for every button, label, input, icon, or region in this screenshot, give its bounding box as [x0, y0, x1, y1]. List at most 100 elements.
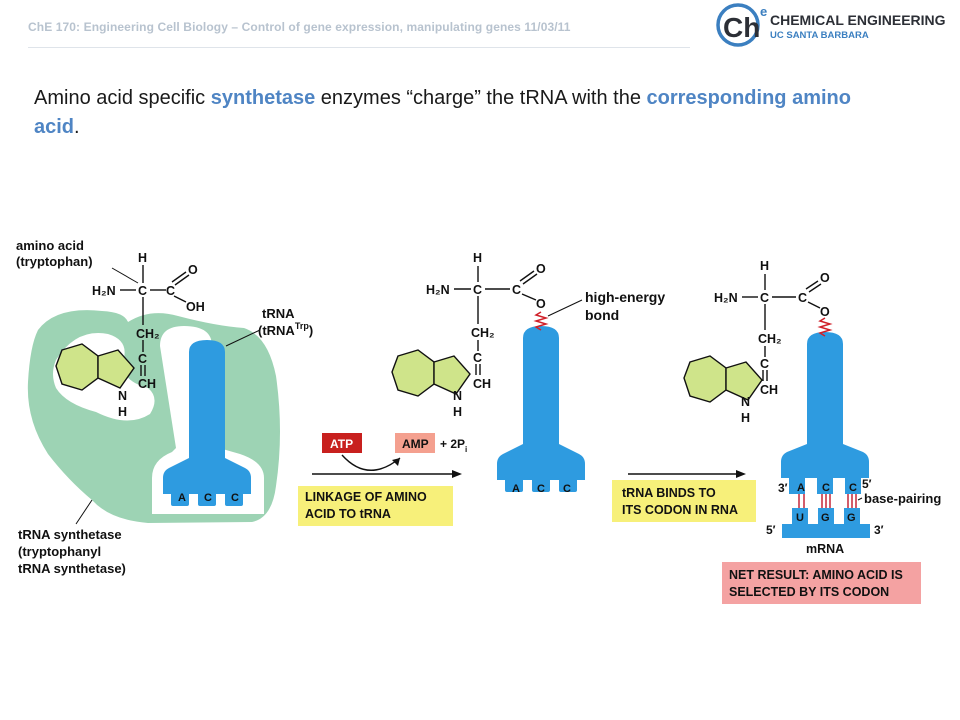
atom-h-top-2: H — [473, 251, 482, 265]
atom-ch-ring-2: CH — [473, 377, 491, 391]
headline-part-1: Amino acid specific — [34, 87, 211, 109]
atom-h-ring-1: H — [118, 405, 127, 419]
synthetase-label-1: tRNA synthetase — [18, 527, 122, 542]
trna-label-2: (tRNATrp) — [258, 321, 313, 338]
stage-2-charged-trna: A C C H C H₂N C O O CH₂ C CH N H — [391, 251, 665, 495]
atom-c-carboxyl-3: C — [798, 291, 807, 305]
anticodon-base-2-1: A — [512, 483, 520, 495]
anticodon-base-3-2: C — [822, 482, 830, 494]
atom-n-ring-3: N — [741, 395, 750, 409]
anticodon-base-3-3: C — [849, 482, 857, 494]
arrow-1-linkage: ATP AMP + 2Pi LINKAGE OF AMINO ACID TO t… — [298, 433, 467, 526]
high-energy-bond-3 — [817, 317, 833, 337]
synthetase-pointer — [75, 499, 93, 525]
logo-line-2: UC SANTA BARBARA — [770, 30, 869, 41]
logo-sup: e — [760, 4, 767, 19]
plus-2p-label: + 2Pi — [440, 437, 467, 454]
atom-c-ring-3: C — [760, 357, 769, 371]
three-prime-label-bottom: 3′ — [874, 523, 884, 537]
atom-o-double-2: O — [536, 262, 546, 276]
binds-box — [612, 480, 756, 522]
logo-mark: Ch — [723, 12, 760, 43]
five-prime-label-top: 5′ — [862, 477, 872, 491]
codon-base-2: G — [821, 512, 830, 524]
mrna-label: mRNA — [806, 542, 844, 556]
amp-box — [395, 433, 435, 453]
atom-h-top-1: H — [138, 251, 147, 265]
mrna-strand — [782, 508, 870, 538]
atom-o-double-1: O — [188, 263, 198, 277]
tryptophan-structure-1: H C H₂N C O OH CH₂ C CH N H — [55, 251, 205, 419]
anticodon-base-2-3: C — [563, 483, 571, 495]
stage-3-codon-pairing: A C C U G G — [683, 259, 941, 604]
net-result-label-1: NET RESULT: AMINO ACID IS — [729, 568, 903, 582]
atom-o-ester-3: O — [820, 305, 830, 319]
amp-label: AMP — [402, 437, 429, 451]
headline-term-synthetase: synthetase — [210, 87, 316, 109]
atom-ch2-2: CH₂ — [471, 326, 495, 340]
base-pair-bonds — [798, 494, 857, 508]
tryptophan-structure-2: H C H₂N C O O CH₂ C CH N H — [391, 251, 546, 419]
atom-n-ring-1: N — [118, 389, 127, 403]
atom-c-carboxyl-2: C — [512, 283, 521, 297]
atom-ch2-3: CH₂ — [758, 332, 782, 346]
base-pairing-pointer — [857, 497, 863, 501]
anticodon-base-2-2: C — [537, 483, 545, 495]
anticodon-base-2: C — [204, 492, 212, 504]
amino-acid-label-2: (tryptophan) — [16, 254, 93, 269]
atp-box — [322, 433, 362, 453]
logo-line-1: CHEMICAL ENGINEERING — [770, 12, 946, 28]
atom-amine-1: H₂N — [92, 284, 116, 298]
atom-h-top-3: H — [760, 259, 769, 273]
linkage-label-2: ACID TO tRNA — [305, 507, 391, 521]
atom-ch-ring-3: CH — [760, 383, 778, 397]
amino-acid-pointer — [111, 267, 139, 284]
atom-c-ring-1: C — [138, 352, 147, 366]
tryptophan-structure-3: H C H₂N C O O CH₂ C CH N H — [683, 259, 830, 425]
atp-curve-arrow — [341, 454, 401, 471]
amino-acid-label-1: amino acid — [16, 238, 84, 253]
slide-headline: Amino acid specific synthetase enzymes “… — [34, 84, 894, 142]
benzene-ring-1 — [55, 343, 99, 391]
codon-base-3: G — [847, 512, 856, 524]
five-prime-label-bottom: 5′ — [766, 523, 776, 537]
net-result-box — [722, 562, 921, 604]
atom-ch-ring-1: CH — [138, 377, 156, 391]
atom-c-carboxyl-1: C — [166, 284, 175, 298]
synthetase-label-2: (tryptophanyl — [18, 544, 101, 559]
three-prime-label-top: 3′ — [778, 481, 788, 495]
trna-label-1: tRNA — [262, 306, 295, 321]
high-energy-pointer — [547, 299, 583, 317]
atom-amine-3: H₂N — [714, 291, 738, 305]
logo-ring — [716, 3, 760, 47]
atom-c-ring-2: C — [473, 351, 482, 365]
headline-part-3: . — [74, 116, 80, 138]
course-header: ChE 170: Engineering Cell Biology – Cont… — [28, 20, 571, 34]
trna-molecule-3 — [781, 332, 869, 494]
anticodon-base-3-1: A — [797, 482, 805, 494]
trna-molecule-2 — [497, 326, 585, 492]
anticodon-base-1: A — [178, 492, 186, 504]
trna-pointer — [225, 329, 261, 347]
synthetase-label-3: tRNA synthetase) — [18, 561, 126, 576]
high-energy-bond-2 — [533, 311, 549, 331]
high-energy-label-2: bond — [585, 307, 619, 323]
atom-o-ester-2: O — [536, 297, 546, 311]
binds-label-1: tRNA BINDS TO — [622, 486, 716, 500]
chemical-engineering-logo: Ch e CHEMICAL ENGINEERING UC SANTA BARBA… — [716, 3, 946, 47]
high-energy-label-1: high-energy — [585, 289, 665, 305]
anticodon-base-3: C — [231, 492, 239, 504]
stage-1-synthetase-complex: A C C H C H₂N C O OH CH₂ C CH N — [16, 238, 313, 576]
atom-h-ring-2: H — [453, 405, 462, 419]
headline-part-2: enzymes “charge” the tRNA with the — [315, 87, 647, 109]
atom-ch2-1: CH₂ — [136, 327, 160, 341]
net-result-label-2: SELECTED BY ITS CODON — [729, 585, 889, 599]
trna-molecule-1 — [163, 340, 251, 506]
base-pairing-label: base-pairing — [864, 491, 941, 506]
atom-c-alpha-1: C — [138, 284, 147, 298]
atom-o-double-3: O — [820, 271, 830, 285]
atom-c-alpha-3: C — [760, 291, 769, 305]
arrow-2-codon-binding: tRNA BINDS TO ITS CODON IN RNA — [612, 470, 756, 522]
atom-amine-2: H₂N — [426, 283, 450, 297]
